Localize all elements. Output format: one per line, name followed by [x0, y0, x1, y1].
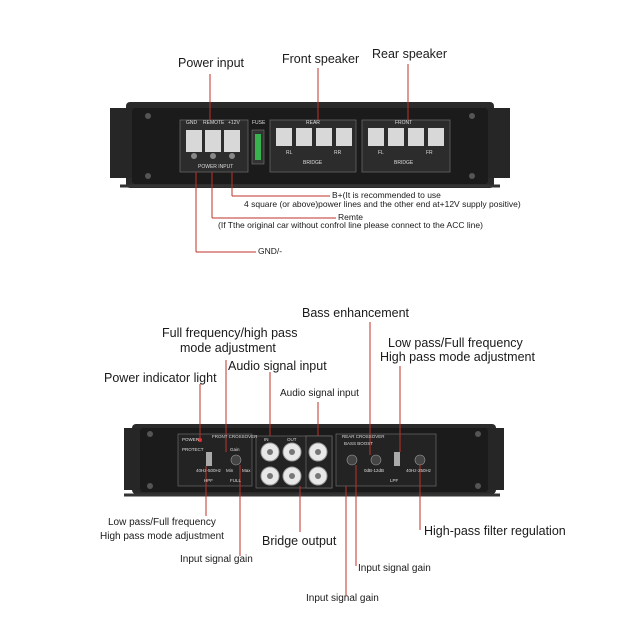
panel-out-label: OUT [287, 437, 297, 442]
label-b-plus-2: 4 square (or above)power lines and the o… [244, 199, 521, 209]
panel-power-input-label: POWER INPUT [198, 164, 234, 170]
panel-min-label: Min [226, 468, 234, 473]
label-full-freq-hp-1: Full frequency/high pass [162, 326, 298, 340]
label-lp-full-1: Low pass/Full frequency [388, 336, 523, 350]
label-remote-note: (If Tthe original car without confrol li… [218, 220, 483, 230]
panel-protect-label: PROTECT [182, 447, 204, 452]
label-lp-full-2: High pass mode adjustment [380, 350, 535, 364]
label-input-signal-gain-2: Input signal gain [358, 563, 431, 574]
label-high-pass-filter: High-pass filter regulation [424, 524, 566, 538]
label-full-freq-hp-2: mode adjustment [180, 341, 276, 355]
panel-max-label: Max [242, 468, 251, 473]
panel-rl-label: RL [286, 150, 293, 156]
panel-hz-range-label: 40Hz-500Hz [196, 468, 222, 473]
top-leader-lines [195, 64, 409, 253]
top-amp-panel [132, 108, 488, 184]
label-gnd: GND/- [258, 246, 283, 256]
panel-gnd-label: GND [186, 120, 198, 126]
label-bass-enhancement: Bass enhancement [302, 306, 410, 320]
label-rear-speaker: Rear speaker [372, 47, 448, 61]
panel-rr-label: RR [334, 150, 342, 156]
label-lp-full-left-2: High pass mode adjustment [100, 531, 224, 542]
bottom-amp-panel [140, 428, 488, 492]
bottom-leader-lines [199, 322, 421, 596]
panel-bass-boost-label: BASS BOOST [344, 441, 374, 446]
label-power-input: Power input [178, 56, 245, 70]
panel-front-label: FRONT [395, 120, 413, 126]
panel-bridge-rear-label: BRIDGE [303, 160, 323, 166]
panel-fl-label: FL [378, 150, 384, 156]
panel-rear-label: REAR [306, 120, 320, 126]
panel-rear-crossover-label: REAR CROSSOVER [342, 434, 385, 439]
panel-lpf-range-label: 40Hz-250Hz [406, 468, 432, 473]
label-audio-signal-input-big: Audio signal input [228, 359, 327, 373]
label-input-signal-gain-3: Input signal gain [306, 593, 379, 604]
panel-in-label: IN [264, 437, 269, 442]
panel-bridge-front-label: BRIDGE [394, 160, 414, 166]
panel-fr-label: FR [426, 150, 433, 156]
panel-db-range-label: 0dB-12dB [364, 468, 385, 473]
label-bridge-output: Bridge output [262, 534, 337, 548]
panel-12v-label: +12V [228, 120, 240, 126]
label-remote: Remte [338, 212, 364, 222]
panel-fuse-label: FUSE [252, 120, 266, 126]
panel-power-led-label: POWER [182, 437, 200, 442]
panel-full-label: FULL [230, 478, 242, 483]
label-front-speaker: Front speaker [282, 52, 360, 66]
label-b-plus-1: B+(It is recommended to use [332, 190, 441, 200]
label-input-signal-gain-1: Input signal gain [180, 554, 253, 565]
label-power-indicator: Power indicator light [104, 371, 217, 385]
panel-front-crossover-label: FRONT CROSSOVER [212, 434, 258, 439]
label-lp-full-left-1: Low pass/Full frequency [108, 517, 216, 528]
panel-gain-label: Gain [230, 447, 240, 452]
panel-hpf-label: HPF [204, 478, 213, 483]
label-audio-signal-input-small: Audio signal input [280, 388, 359, 399]
panel-remote-label: REMOTE [203, 120, 225, 126]
panel-lpf-label: LPF [390, 478, 399, 483]
